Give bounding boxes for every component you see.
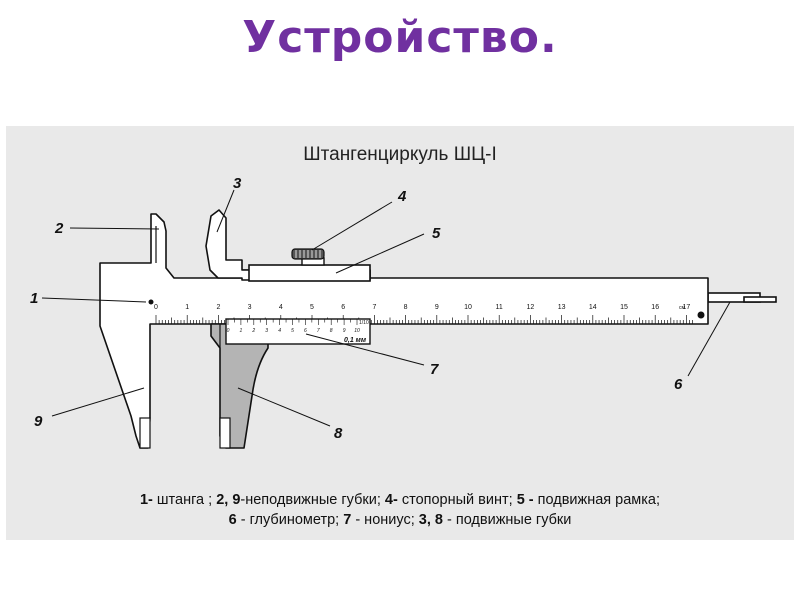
vernier-label: 4 <box>278 328 281 334</box>
caption-run: 6 <box>229 512 237 528</box>
scale-label: 5 <box>310 304 314 311</box>
scale-label: 17 <box>683 304 691 311</box>
caption-line-2: 6 - глубинометр; 7 - нониус; 3, 8 - подв… <box>229 512 572 528</box>
label-2: 2 <box>54 220 64 237</box>
scale-label: 6 <box>341 304 345 311</box>
vernier-reading: 0,1 мм <box>344 337 367 344</box>
caption-run: 3, 8 <box>419 512 443 528</box>
label-7: 7 <box>430 361 439 378</box>
vernier-label: 8 <box>330 328 333 334</box>
scale-label: 16 <box>651 304 659 311</box>
scale-label: 9 <box>435 304 439 311</box>
diagram-heading: Штангенциркуль ШЦ-I <box>303 144 497 165</box>
vernier-label: 9 <box>343 328 346 334</box>
vernier-fraction: 1/10 <box>359 320 369 326</box>
vernier-label: 5 <box>291 328 294 334</box>
caption-run: штанга ; <box>153 492 216 508</box>
vernier-label: 6 <box>304 328 307 334</box>
vernier-label: 1 <box>240 328 243 334</box>
caption-run: - подвижные губки <box>443 512 571 528</box>
scale-label: 10 <box>464 304 472 311</box>
caption-run: - нониус; <box>351 512 418 528</box>
vernier-scale-labels: 0 1 2 3 4 5 6 7 8 9 10 <box>227 328 360 334</box>
scale-label: 7 <box>372 304 376 311</box>
depth-gauge <box>707 292 777 303</box>
vernier-scale <box>227 319 358 325</box>
part-number-labels: 1 2 3 4 5 6 7 8 9 <box>30 175 683 442</box>
vernier-label: 7 <box>317 328 320 334</box>
label-1: 1 <box>30 290 38 307</box>
scale-label: 11 <box>496 304 503 311</box>
vernier-label: 3 <box>265 328 268 334</box>
label-8: 8 <box>334 425 343 442</box>
caption-run: 1- <box>140 492 153 508</box>
scale-label: 0 <box>154 304 158 311</box>
zero-dot <box>148 299 154 305</box>
label-3: 3 <box>233 175 242 192</box>
scale-label: 2 <box>216 304 220 311</box>
caption-run: -неподвижные губки; <box>240 492 385 508</box>
leader-lines <box>41 189 731 427</box>
scale-label: 8 <box>404 304 408 311</box>
scale-label: 1 <box>185 304 189 311</box>
label-5: 5 <box>432 225 441 242</box>
scale-label: 3 <box>248 304 252 311</box>
main-beam-body <box>99 213 709 449</box>
frame-rail <box>248 264 371 282</box>
label-4: 4 <box>397 188 407 205</box>
caption-run: 4- <box>385 492 398 508</box>
vernier-label: 2 <box>251 328 255 334</box>
scale-unit: см <box>679 305 686 311</box>
caption-run: - глубинометр; <box>237 512 344 528</box>
vernier-label: 10 <box>354 328 360 334</box>
scale-label: 13 <box>558 304 566 311</box>
label-6: 6 <box>674 376 683 393</box>
caption-run: 2, 9 <box>216 492 240 508</box>
scale-label: 14 <box>589 304 597 311</box>
reference-dot <box>697 311 705 319</box>
slide-title: Устройство. <box>242 12 558 63</box>
caption-run: подвижная рамка; <box>534 492 660 508</box>
caption-run: 7 <box>343 512 351 528</box>
scale-label: 12 <box>527 304 535 311</box>
scale-label: 4 <box>279 304 283 311</box>
vernier-plate <box>225 318 371 345</box>
scale-label: 15 <box>620 304 628 311</box>
caption-line-1: 1- штанга ; 2, 9-неподвижные губки; 4- с… <box>140 492 660 508</box>
label-9: 9 <box>34 413 43 430</box>
locking-screw <box>291 248 325 266</box>
vernier-label: 0 <box>227 328 230 334</box>
caption-run: 5 - <box>517 492 534 508</box>
caption-run: стопорный винт; <box>398 492 517 508</box>
